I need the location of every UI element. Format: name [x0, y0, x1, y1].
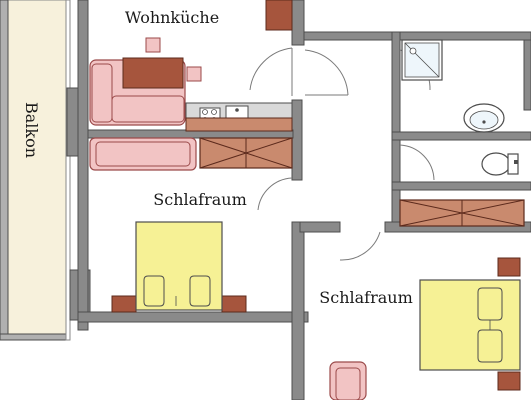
shower	[401, 39, 443, 81]
kitchen-counter	[185, 102, 293, 132]
wardrobe-1	[199, 137, 293, 169]
armchair	[329, 361, 367, 400]
walls	[66, 0, 531, 400]
room-label-schlafraum-1: Schlafraum	[153, 190, 246, 209]
toilet	[481, 152, 519, 176]
room-label-schlafraum-2: Schlafraum	[319, 288, 412, 307]
sofa-bottom	[89, 137, 197, 171]
washbasin	[463, 103, 505, 133]
wardrobe-2	[399, 199, 525, 227]
chair-right	[186, 66, 202, 82]
balcony-label: Balkon	[22, 102, 41, 158]
bed-2	[419, 257, 521, 391]
balcony: Balkon	[0, 0, 71, 341]
cabinet-top	[265, 0, 293, 31]
room-label-wohnkueche: Wohnküche	[125, 8, 219, 27]
bed-1	[111, 221, 247, 313]
chair-top	[145, 37, 161, 53]
dining-table	[122, 57, 184, 89]
